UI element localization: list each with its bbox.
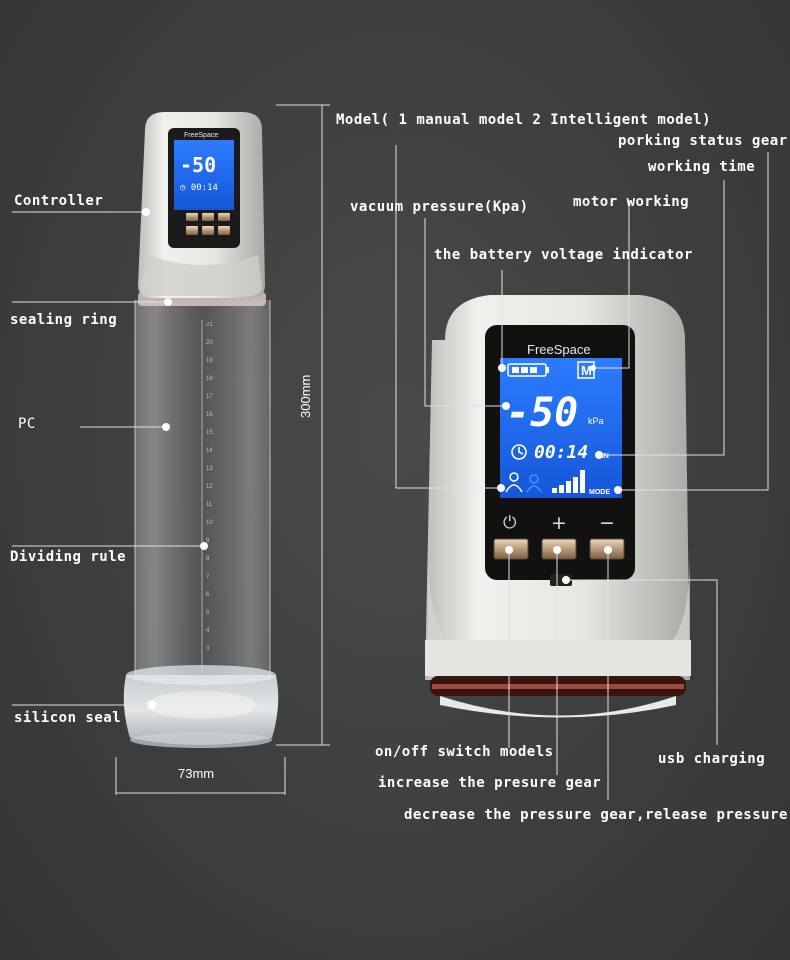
label-controller: Controller [14,193,104,209]
controller-base [425,640,691,676]
svg-text:16: 16 [206,412,213,418]
svg-text:13: 13 [206,466,213,472]
controller-screen-small [174,140,234,210]
svg-text:9: 9 [206,538,210,544]
full-device: 21 20 19 18 17 16 15 14 13 12 11 10 9 8 7 6 5 4 3 Fr… [123,112,279,748]
svg-text:3: 3 [206,646,210,652]
svg-text:4: 4 [206,628,210,634]
label-on-off: on/off switch models [375,744,554,760]
svg-text:FreeSpace: FreeSpace [184,132,218,139]
svg-text:11: 11 [206,502,213,508]
callout-lines [12,104,769,800]
battery-icon [507,363,549,377]
label-battery-indicator: the battery voltage indicator [434,247,693,263]
svg-text:5: 5 [206,610,210,616]
pressure-unit: kPa [588,416,604,426]
controller-closeup: FreeSpace M -50 kPa 00:14 MIN [425,295,691,718]
label-dividing-rule: Dividing rule [10,549,127,565]
silicon-seal [123,675,279,745]
signal-level-icon [552,470,585,493]
label-usb-charging: usb charging [658,751,766,767]
svg-text:⏻: ⏻ [503,513,517,533]
svg-text:15: 15 [206,430,213,436]
svg-text:17: 17 [206,394,213,400]
label-vacuum-pressure: vacuum pressure(Kpa) [350,199,529,215]
label-working-time: working time [648,159,756,175]
person-mode-icon [505,472,523,493]
label-width-dimension: 73mm [178,766,215,781]
svg-text:12: 12 [206,484,213,490]
label-height-dimension: 300mm [298,374,313,418]
svg-text:-50: -50 [180,153,216,177]
pressure-readout: -50 [506,390,578,436]
svg-text:8: 8 [206,556,210,562]
svg-text:6: 6 [206,592,210,598]
svg-text:M: M [581,363,592,378]
svg-text:14: 14 [206,448,213,454]
label-motor-working: motor working [573,194,690,210]
svg-text:◷ 00:14: ◷ 00:14 [180,183,218,193]
label-increase: increase the presure gear [378,775,602,791]
svg-text:19: 19 [206,358,213,364]
brand-logo: FreeSpace [527,342,591,357]
svg-text:−: − [599,512,615,534]
svg-text:20: 20 [206,340,213,346]
svg-text:10: 10 [206,520,213,526]
callout-dots [142,208,622,709]
svg-text:18: 18 [206,376,213,382]
label-porking-status: porking status gear [618,133,788,149]
label-pc: PC [18,416,36,432]
label-decrease: decrease the pressure gear,release press… [404,807,788,823]
svg-text:21: 21 [206,322,213,328]
lcd-screen [500,358,622,498]
time-readout: 00:14 [534,442,588,463]
label-silicon-seal: silicon seal [14,710,122,726]
svg-text:7: 7 [206,574,210,580]
label-sealing-ring: sealing ring [10,312,118,328]
person-mode-icon-dim [526,474,542,493]
svg-text:+: + [551,512,567,534]
mode-label: MODE [589,489,610,496]
clock-icon [511,444,527,460]
label-model: Model( 1 manual model 2 Intelligent mode… [336,112,712,128]
